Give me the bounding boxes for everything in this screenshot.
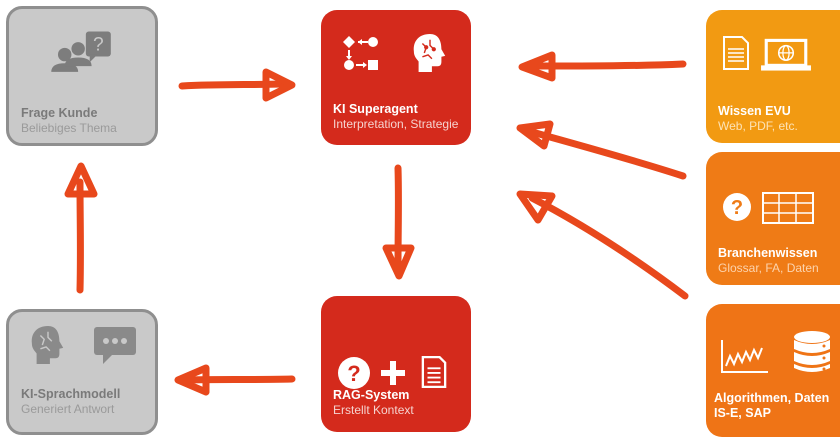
document-icon xyxy=(722,34,750,72)
node-subtitle: Beliebiges Thema xyxy=(21,121,117,136)
node-subtitle: Glossar, FA, Daten xyxy=(718,261,819,276)
arrowhead-sprachmodell-to-frage xyxy=(68,166,94,194)
svg-text:?: ? xyxy=(731,197,743,219)
database-icon xyxy=(792,330,832,374)
arrowhead-frage-to-superagent xyxy=(266,72,292,98)
node-ki-sprachmodell: KI-Sprachmodell Generiert Antwort xyxy=(6,309,158,435)
laptop-globe-icon xyxy=(760,38,812,74)
brain-head-icon xyxy=(29,324,67,366)
node-subtitle: Interpretation, Strategie xyxy=(333,117,458,132)
node-subtitle: Generiert Antwort xyxy=(21,402,114,417)
node-title: Frage Kunde xyxy=(21,106,97,121)
plus-icon xyxy=(381,361,405,385)
node-wissen-evu: Wissen EVU Web, PDF, etc. xyxy=(706,10,840,143)
node-subtitle: IS-E, SAP xyxy=(714,406,771,421)
arrow-branchen-to-superagent xyxy=(532,132,683,176)
arrowhead-superagent-to-rag xyxy=(386,248,411,276)
node-title: RAG-System xyxy=(333,388,409,403)
node-title: KI-Sprachmodell xyxy=(21,387,120,402)
arrow-wissen-to-superagent xyxy=(534,64,683,66)
document-icon xyxy=(421,354,447,390)
node-ki-superagent: KI Superagent Interpretation, Strategie xyxy=(321,10,471,145)
node-rag-system: ? RAG-System Erstellt Kontext xyxy=(321,296,471,432)
node-title: Wissen EVU xyxy=(718,104,791,119)
people-question-icon: ? xyxy=(9,9,155,79)
line-chart-icon xyxy=(720,338,770,374)
arrow-frage-to-superagent xyxy=(182,84,282,86)
node-subtitle: Web, PDF, etc. xyxy=(718,119,798,134)
arrowhead-algo-to-superagent xyxy=(520,194,552,220)
node-title: Branchenwissen xyxy=(718,246,817,261)
arrowhead-branchen-to-superagent xyxy=(520,124,550,146)
table-grid-icon xyxy=(762,192,814,224)
node-algorithmen: Algorithmen, Daten IS-E, SAP xyxy=(706,304,840,437)
svg-text:?: ? xyxy=(347,361,360,386)
brain-head-icon xyxy=(411,32,449,74)
arrowhead-wissen-to-superagent xyxy=(522,55,552,78)
arrow-algo-to-superagent xyxy=(532,198,685,296)
arrow-rag-to-sprachmodell xyxy=(188,379,292,380)
node-subtitle: Erstellt Kontext xyxy=(333,403,414,418)
node-frage-kunde: ? Frage Kunde Beliebiges Thema xyxy=(6,6,158,146)
svg-text:?: ? xyxy=(93,35,104,56)
chat-bubble-icon xyxy=(93,326,137,366)
question-circle-icon: ? xyxy=(722,192,752,222)
arrowhead-rag-to-sprachmodell xyxy=(178,368,206,392)
question-circle-icon: ? xyxy=(337,356,371,390)
node-branchenwissen: ? Branchenwissen Glossar, FA, Daten xyxy=(706,152,840,285)
node-title: KI Superagent xyxy=(333,102,418,117)
node-title: Algorithmen, Daten xyxy=(714,391,829,406)
